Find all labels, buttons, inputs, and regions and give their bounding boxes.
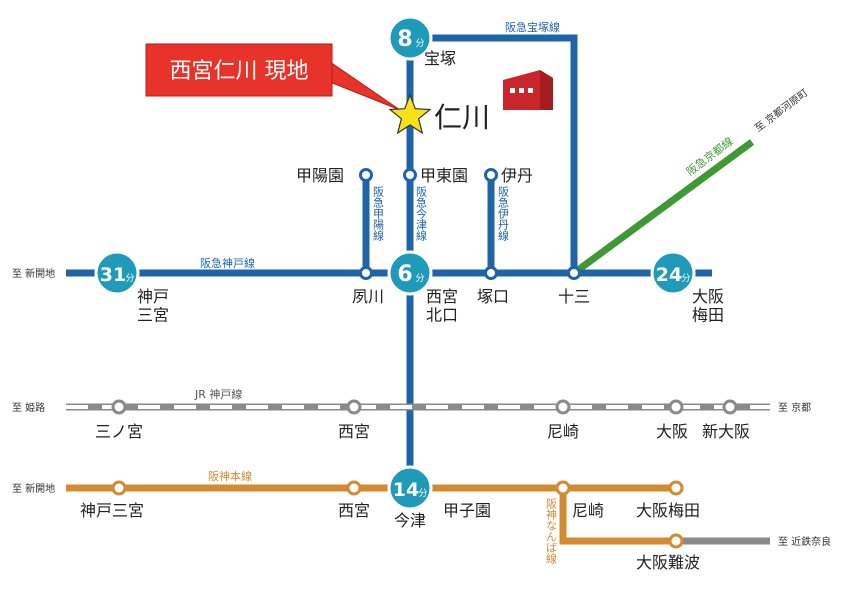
callout-box <box>145 43 333 97</box>
station-dot-osaka-namba <box>668 533 684 549</box>
line-label-jr-kobe: JR 神戸線 <box>194 387 242 401</box>
station-takarazuka: 宝塚 <box>424 49 456 68</box>
station-dot-shin-osaka <box>722 399 738 415</box>
station-sannomiya-jr: 三ノ宮 <box>95 422 143 441</box>
station-dot-amagasaki-hanshin <box>555 480 571 496</box>
line-label-hanshin-main: 阪神本線 <box>208 469 252 483</box>
station-koyoen: 甲陽園 <box>296 166 344 185</box>
station-juso: 十三 <box>558 287 590 306</box>
badge-kobe-sannomiya: 31 分 <box>94 250 140 296</box>
terminal-shinkaichi-hanshin: 至 新開地 <box>12 482 55 495</box>
station-tsukaguchi: 塚口 <box>477 287 509 306</box>
badge-unit: 分 <box>418 488 427 499</box>
line-label-itami: 阪急伊丹線 <box>497 185 510 241</box>
station-dot-kobe-sannomiya-hanshin <box>111 480 127 496</box>
station-kobe-sannomiya-hanshin: 神戸三宮 <box>80 501 144 520</box>
badge-nishinomiya-kitaguchi: 6 分 <box>387 250 433 296</box>
station-imazu: 今津 <box>394 511 426 530</box>
station-dot-sannomiya-jr <box>111 399 127 415</box>
station-shin-osaka: 新大阪 <box>702 422 750 441</box>
terminal-kawaramachi: 至 京都河原町 <box>752 86 810 134</box>
badge-unit: 分 <box>415 38 424 49</box>
station-dot-itami <box>484 168 498 182</box>
line-label-hanshin-namba: 阪神なんば線 <box>545 497 558 564</box>
badge-value: 24 <box>656 264 682 286</box>
badge-takarazuka: 8 分 <box>387 15 433 61</box>
badge-unit: 分 <box>125 273 134 284</box>
station-nishinomiya-kitaguchi: 西宮北口 <box>426 287 458 324</box>
line-label-takarazuka: 阪急宝塚線 <box>505 20 560 34</box>
line-label-kobe: 阪急神戸線 <box>200 256 255 270</box>
badge-unit: 分 <box>415 273 424 284</box>
badge-imazu: 14 分 <box>387 465 433 511</box>
station-osaka-umeda-hankyu: 大阪梅田 <box>692 287 724 324</box>
station-dot-juso <box>567 266 581 280</box>
badge-value: 8 <box>397 27 412 52</box>
terminal-shinkaichi-hankyu: 至 新開地 <box>12 267 55 280</box>
station-koshien: 甲子園 <box>443 501 491 520</box>
station-osaka-umeda-hanshin: 大阪梅田 <box>636 501 700 520</box>
callout-text: 西宮仁川 現地 <box>170 59 309 84</box>
hanshin-namba-line <box>559 488 676 545</box>
station-dot-shukugawa <box>359 266 373 280</box>
terminal-kyoto: 至 京都 <box>778 401 811 414</box>
terminal-kintetsu-nara: 至 近鉄奈良 <box>778 535 831 548</box>
callout-pointer <box>329 61 401 111</box>
station-amagasaki-hanshin: 尼崎 <box>572 501 604 520</box>
badge-value: 14 <box>393 479 419 501</box>
site-name: 仁川 <box>434 101 490 134</box>
station-osaka-jr: 大阪 <box>656 422 688 441</box>
badge-value: 31 <box>100 264 126 286</box>
station-dot-nishinomiya-hanshin <box>346 480 362 496</box>
station-kotoen: 甲東園 <box>420 166 468 185</box>
line-label-koyoen: 阪急甲陽線 <box>372 185 385 241</box>
badge-osaka-umeda: 24 分 <box>650 250 696 296</box>
line-label-imazu: 阪急今津線 <box>415 185 428 241</box>
station-osaka-namba: 大阪難波 <box>636 553 700 572</box>
station-dot-kotoen <box>403 168 417 182</box>
badge-unit: 分 <box>681 273 690 284</box>
hankyu-kyoto-line <box>571 139 755 276</box>
station-dot-nishinomiya-jr <box>346 399 362 415</box>
station-dot-koyoen <box>359 168 373 182</box>
hankyu-takarazuka-line <box>410 34 578 273</box>
terminal-himeji: 至 姫路 <box>12 401 45 414</box>
building-icon <box>503 70 553 110</box>
station-itami: 伊丹 <box>501 166 533 185</box>
star-icon <box>388 93 432 135</box>
station-shukugawa: 夙川 <box>352 287 384 306</box>
station-kobe-sannomiya-hankyu: 神戸三宮 <box>137 287 169 324</box>
station-nishinomiya-jr: 西宮 <box>338 422 370 441</box>
station-dot-osaka-jr <box>668 399 684 415</box>
station-dot-amagasaki-jr <box>555 399 571 415</box>
badge-value: 6 <box>397 262 412 287</box>
station-dot-osaka-umeda-hanshin <box>668 480 684 496</box>
station-amagasaki-jr: 尼崎 <box>547 422 579 441</box>
station-nishinomiya-hanshin: 西宮 <box>338 501 370 520</box>
station-dot-tsukaguchi <box>484 266 498 280</box>
